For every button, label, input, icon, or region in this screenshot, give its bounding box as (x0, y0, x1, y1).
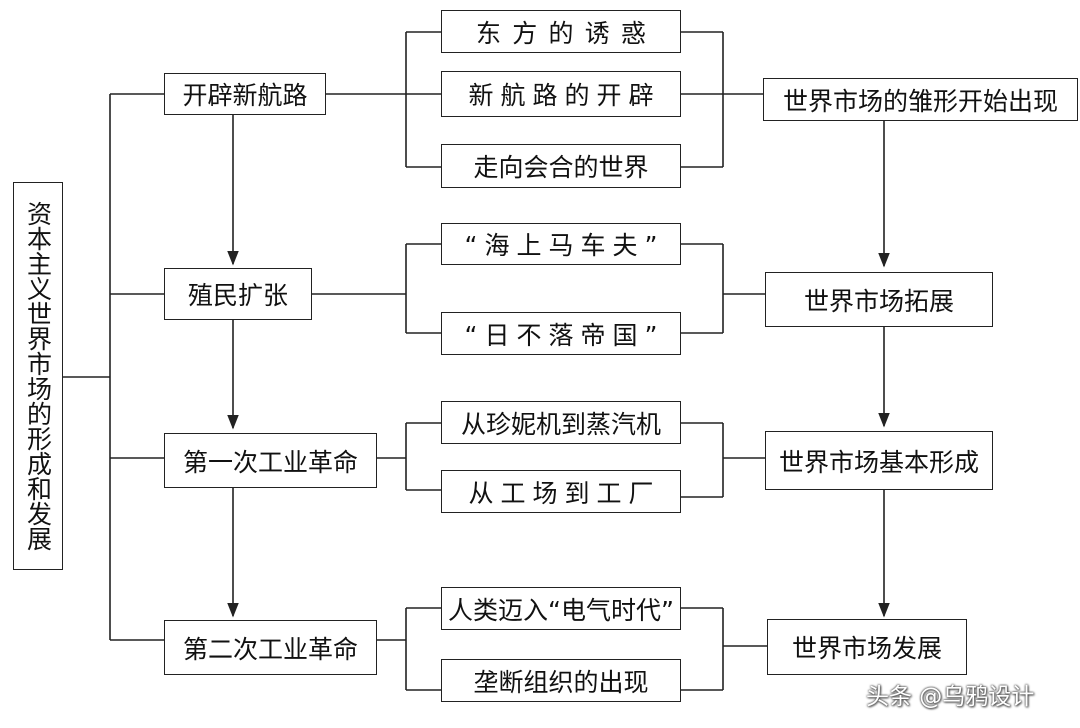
detail-node-1-2: 新航路的开辟 (441, 71, 681, 117)
detail-label: 人类迈入“电气时代” (448, 595, 674, 625)
detail-label: 新航路的开辟 (468, 81, 661, 110)
result-label-3: 世界市场基本形成 (778, 447, 979, 477)
detail-label: 东方的诱惑 (475, 18, 658, 48)
detail-node-1-3: 走向会合的世界 (441, 144, 681, 188)
detail-label: 从工场到工厂 (468, 478, 661, 508)
result-node-3: 世界市场基本形成 (765, 431, 993, 490)
detail-node-4-2: 垄断组织的出现 (441, 659, 681, 702)
detail-node-3-2: 从工场到工厂 (441, 470, 681, 513)
detail-node-2-2: “日不落帝国” (441, 312, 681, 355)
stage-node-3: 第一次工业革命 (164, 433, 377, 488)
stage-label-2: 殖民扩张 (187, 281, 288, 310)
detail-label: 走向会合的世界 (473, 153, 649, 182)
stage-node-1: 开辟新航路 (164, 73, 326, 115)
result-node-1: 世界市场的雏形开始出现 (763, 78, 1078, 121)
detail-node-1-1: 东方的诱惑 (441, 10, 681, 53)
stage-node-4: 第二次工业革命 (164, 620, 377, 675)
stage-label-1: 开辟新航路 (182, 81, 308, 110)
watermark-text: 头条 @乌鸦设计 (866, 684, 1035, 710)
stage-node-2: 殖民扩张 (164, 268, 312, 320)
result-label-1: 世界市场的雏形开始出现 (782, 86, 1058, 116)
stage-label-3: 第一次工业革命 (182, 447, 358, 477)
detail-node-3-1: 从珍妮机到蒸汽机 (441, 401, 681, 444)
result-label-2: 世界市场拓展 (803, 286, 954, 316)
detail-label: “日不落帝国” (464, 320, 665, 350)
stage-label-4: 第二次工业革命 (182, 634, 358, 664)
detail-node-2-1: “海上马车夫” (441, 223, 681, 265)
detail-label: 垄断组织的出现 (473, 667, 649, 697)
result-node-4: 世界市场发展 (767, 619, 967, 675)
detail-node-4-1: 人类迈入“电气时代” (441, 587, 681, 630)
root-node: 资本主义世界市场的形成和发展 (13, 182, 63, 570)
result-label-4: 世界市场发展 (791, 634, 942, 663)
detail-label: “海上马车夫” (464, 231, 665, 260)
detail-label: 从珍妮机到蒸汽机 (460, 409, 661, 439)
result-node-2: 世界市场拓展 (765, 272, 993, 327)
